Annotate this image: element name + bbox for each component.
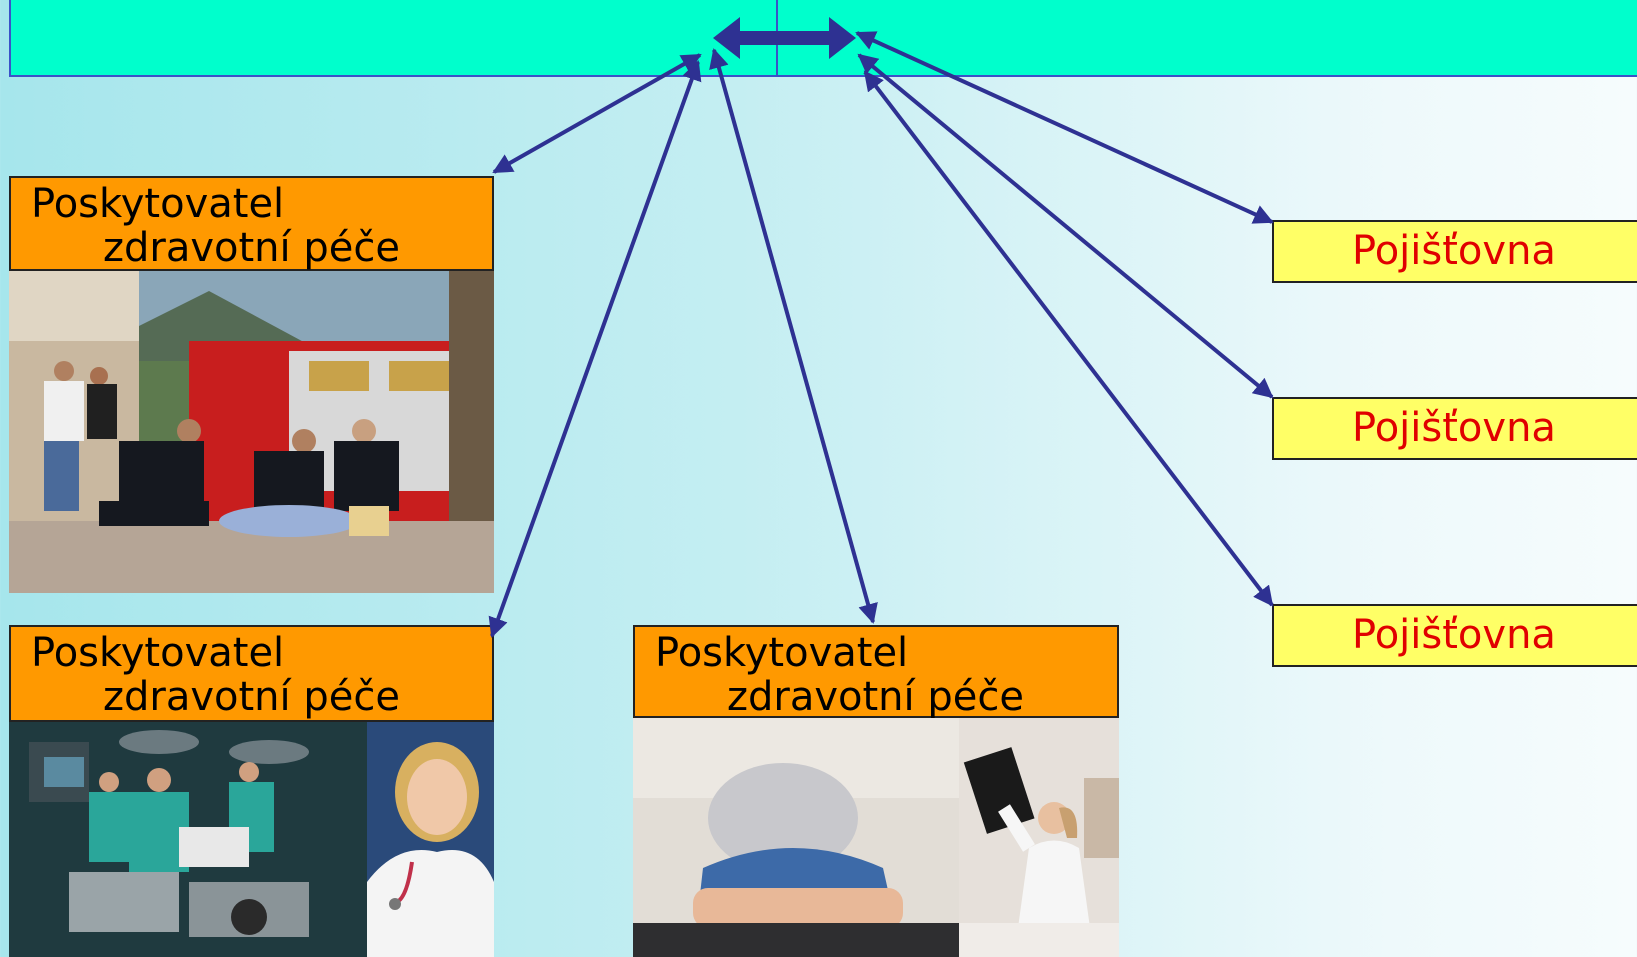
- female-doctor-photo: [367, 722, 494, 957]
- central-double-arrow: [713, 17, 856, 59]
- provider-3-line1: Poskytovatel: [655, 630, 909, 676]
- arrow-to-insurer-2: [857, 53, 1274, 399]
- doctor-xray-photo: [959, 718, 1119, 957]
- insurer-2-label: Pojišťovna: [1352, 405, 1556, 451]
- insurer-box-3: Pojišťovna: [1272, 604, 1637, 667]
- ambulance-scene-photo: [9, 271, 494, 593]
- arrow-to-insurer-3: [863, 70, 1274, 607]
- provider-1-line2: zdravotní péče: [103, 225, 400, 271]
- provider-label-1: Poskytovatel zdravotní péče: [9, 176, 494, 271]
- arrow-to-provider-1: [492, 53, 702, 174]
- provider-label-3: Poskytovatel zdravotní péče: [633, 625, 1119, 720]
- tired-surgeon-photo: [633, 718, 959, 957]
- provider-1-line1: Poskytovatel: [31, 181, 285, 227]
- arrow-to-provider-3: [709, 48, 878, 624]
- arrow-to-insurer-1: [855, 31, 1274, 224]
- provider-2-line1: Poskytovatel: [31, 630, 285, 676]
- insurer-box-1: Pojišťovna: [1272, 220, 1637, 283]
- insurer-box-2: Pojišťovna: [1272, 397, 1637, 460]
- insurer-1-label: Pojišťovna: [1352, 228, 1556, 274]
- arrow-to-provider-2: [488, 60, 702, 638]
- provider-label-2: Poskytovatel zdravotní péče: [9, 625, 494, 722]
- insurer-3-label: Pojišťovna: [1352, 612, 1556, 658]
- provider-3-line2: zdravotní péče: [727, 674, 1024, 720]
- provider-2-line2: zdravotní péče: [103, 674, 400, 720]
- operating-room-photo: [9, 722, 367, 957]
